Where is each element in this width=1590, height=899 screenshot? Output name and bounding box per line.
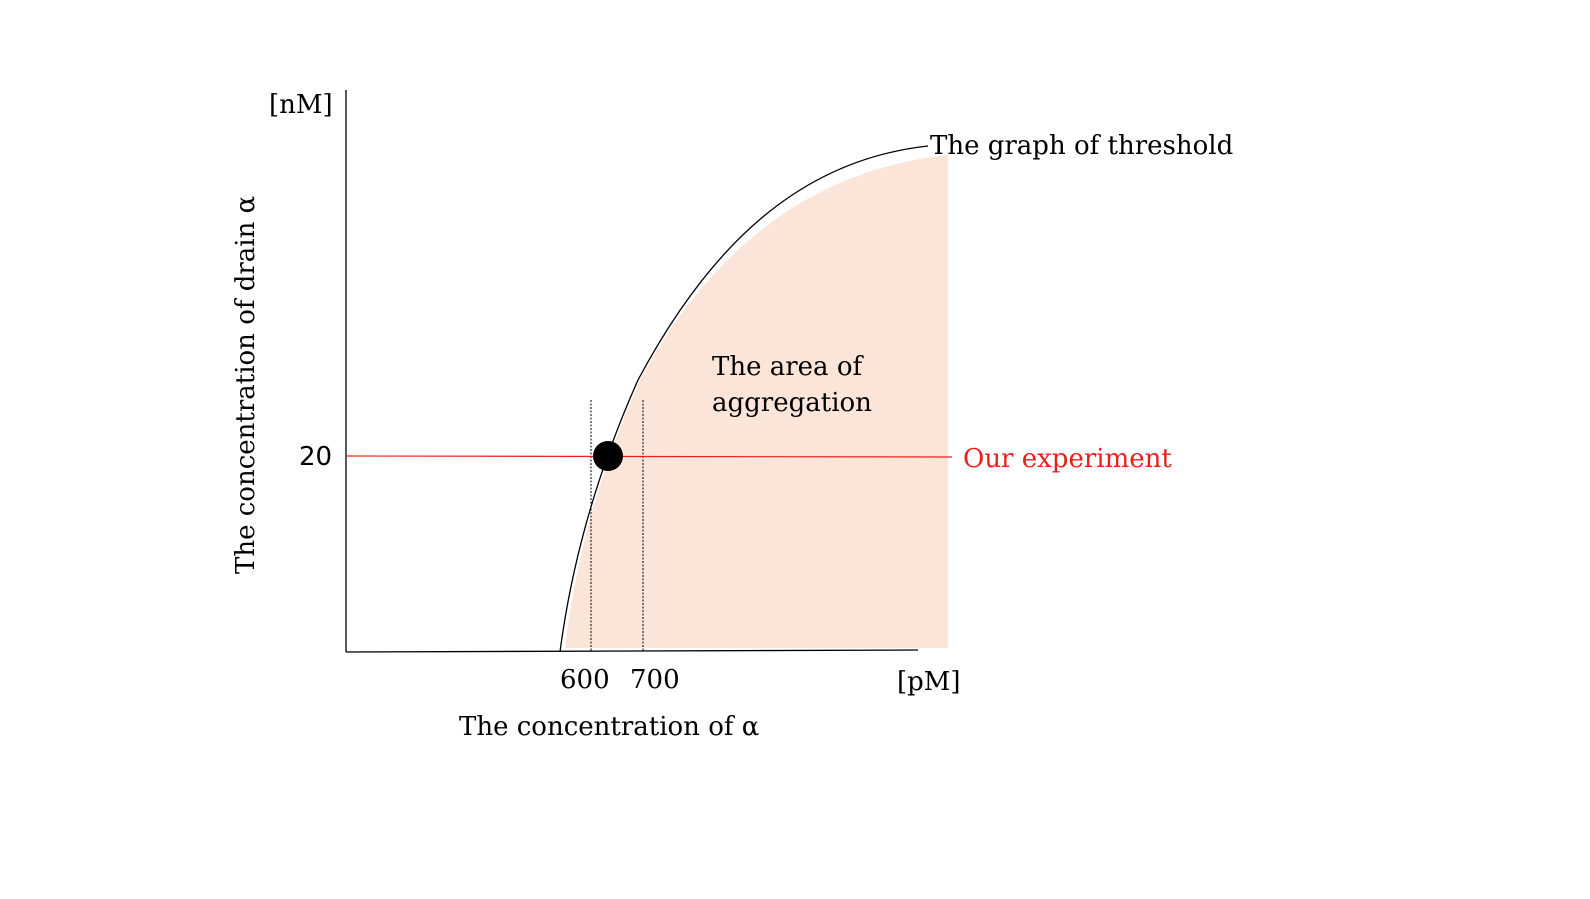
threshold-curve [559,145,929,653]
region-label-line2: aggregation [712,388,872,418]
x-axis [345,649,919,653]
x-axis-unit: [pM] [897,667,961,697]
experiment-point [593,441,623,471]
y-tick-20: 20 [299,442,332,472]
x-tick-600: 600 [560,665,610,695]
curve-label: The graph of threshold [930,131,1233,161]
y-axis-unit: [nM] [269,90,333,120]
experiment-line [345,455,953,458]
x-axis-label: The concentration of α [459,712,759,742]
x-tick-700: 700 [630,665,680,695]
aggregation-region [565,155,948,648]
experiment-label: Our experiment [963,444,1172,474]
y-axis-label: The concentration of drain α [231,196,261,574]
region-label-line1: The area of [712,352,864,382]
